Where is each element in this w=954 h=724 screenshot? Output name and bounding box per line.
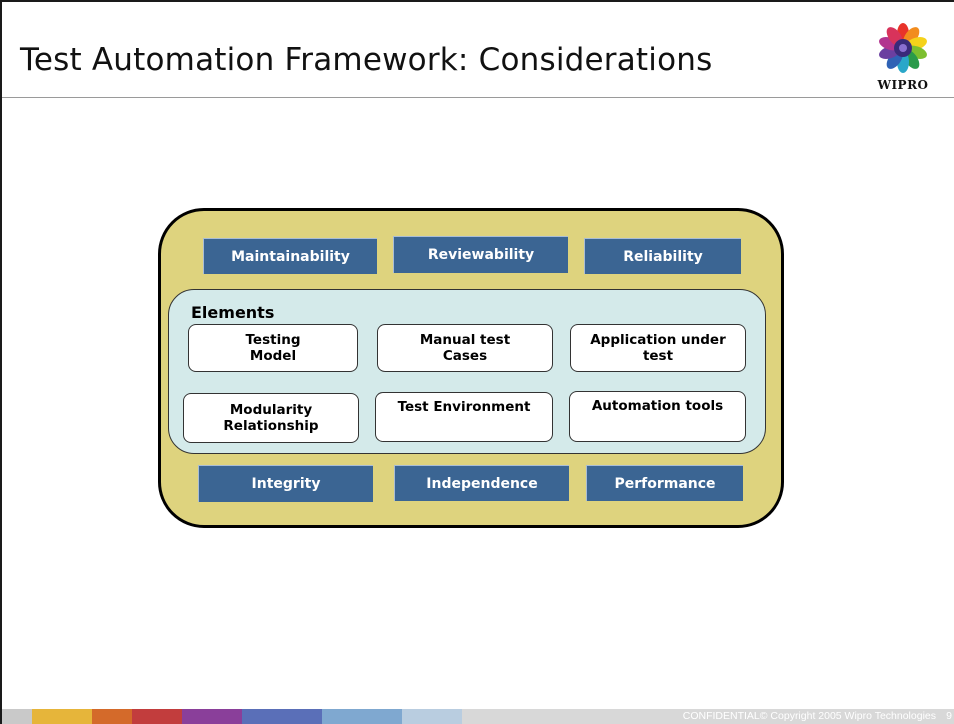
element-testing-model: Testing Model: [188, 324, 358, 372]
quality-independence: Independence: [394, 465, 569, 501]
wipro-flower-icon: [879, 23, 927, 73]
element-application-under-test: Application under test: [570, 324, 746, 372]
quality-performance: Performance: [586, 465, 743, 501]
wipro-logo: WIPRO: [862, 20, 944, 96]
elements-heading: Elements: [191, 303, 275, 322]
element-automation-tools: Automation tools: [569, 391, 746, 442]
quality-reviewability: Reviewability: [393, 236, 568, 273]
element-test-environment: Test Environment: [375, 392, 553, 442]
footer-copyright: CONFIDENTIAL© Copyright 2005 Wipro Techn…: [682, 710, 936, 722]
page-number: 9: [946, 710, 952, 722]
title-divider: [2, 97, 954, 98]
wipro-wordmark: WIPRO: [877, 78, 929, 92]
quality-maintainability: Maintainability: [203, 238, 377, 274]
element-modularity-relationship: Modularity Relationship: [183, 393, 359, 443]
element-manual-test-cases: Manual test Cases: [377, 324, 553, 372]
quality-reliability: Reliability: [584, 238, 741, 274]
footer-bar: CONFIDENTIAL© Copyright 2005 Wipro Techn…: [2, 709, 954, 724]
quality-integrity: Integrity: [198, 465, 373, 502]
footer-flower-art-icon: [2, 709, 462, 724]
slide-title: Test Automation Framework: Consideration…: [20, 42, 713, 78]
